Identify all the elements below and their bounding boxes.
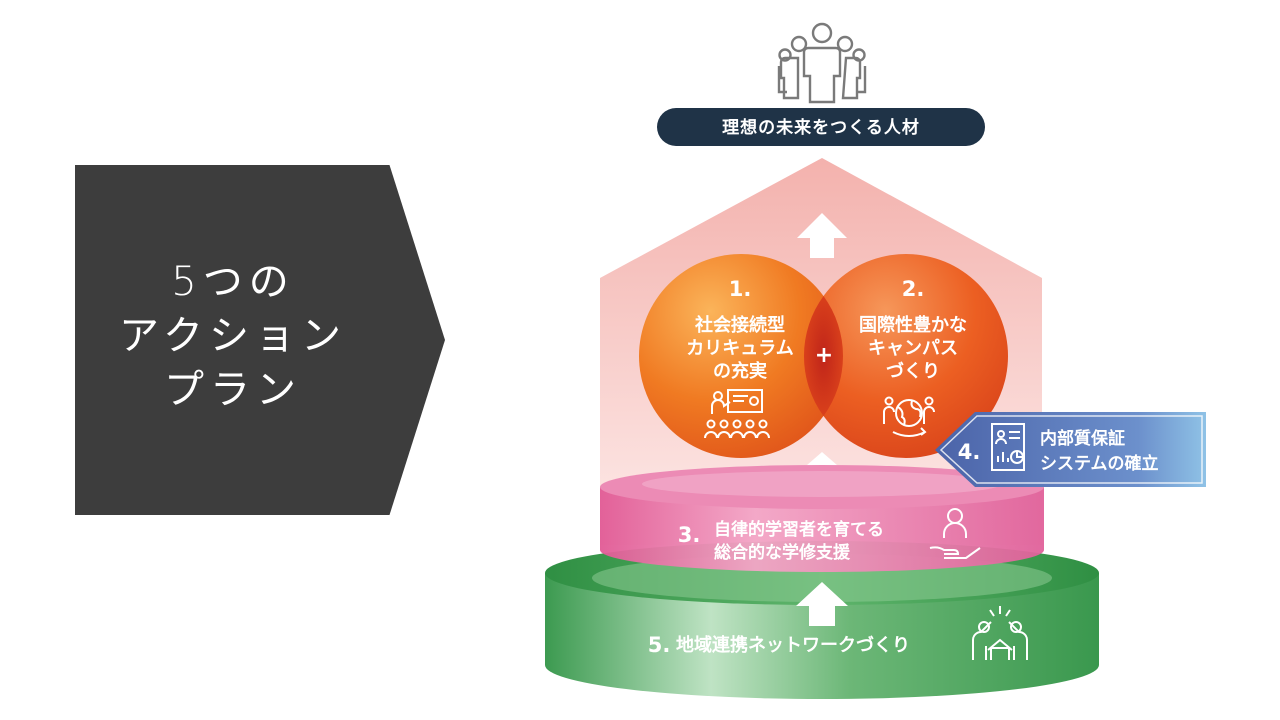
tier-5-green-base [545, 541, 1099, 699]
action-1-line: 社会接続型 [695, 314, 785, 336]
action-3-line: 総合的な学修支援 [714, 542, 851, 563]
action-1-line: カリキュラム [686, 338, 793, 359]
action-4-line: 内部質保証 [1040, 428, 1125, 449]
action-2-line: づくり [886, 361, 940, 382]
action-1-line: の充実 [713, 360, 767, 382]
main-title: 5つの アクション プラン [75, 255, 391, 417]
tier-3-pink [600, 465, 1044, 572]
action-4-line: システムの確立 [1040, 453, 1159, 474]
main-title-line: アクション [119, 313, 347, 359]
circle-overlap [803, 296, 844, 416]
community-hands-icon [972, 606, 1028, 660]
main-title-line: プラン [164, 367, 302, 413]
globe-people-icon [883, 396, 935, 437]
action-1-number: 1. [729, 277, 752, 301]
up-arrow-icon [796, 582, 848, 626]
action-5-number: 5. [648, 633, 671, 657]
plus-sign: + [815, 343, 833, 368]
action-4-banner: 4. 内部質保証 システムの確立 [935, 412, 1206, 487]
action-2-circle [804, 254, 1008, 458]
hand-person-icon [929, 508, 981, 559]
action-2-number: 2. [902, 277, 925, 301]
people-group-icon [777, 22, 867, 104]
presentation-icon [704, 389, 770, 439]
action-3-line: 自律的学習者を育てる [714, 519, 884, 540]
goal-label: 理想の未来をつくる人材 [722, 117, 920, 138]
action-1-circle [639, 254, 843, 458]
main-title-line: 5つの [171, 259, 295, 305]
action-2-line: 国際性豊かな [859, 314, 967, 336]
document-chart-icon [991, 423, 1025, 471]
up-arrow-icon [797, 213, 847, 258]
title-arrow-box [75, 165, 445, 515]
goal-banner: 理想の未来をつくる人材 [657, 108, 985, 146]
action-5-line: 地域連携ネットワークづくり [676, 634, 910, 656]
action-2-line: キャンパス [868, 338, 958, 359]
action-3-number: 3. [678, 523, 701, 547]
action-4-number: 4. [958, 440, 981, 464]
